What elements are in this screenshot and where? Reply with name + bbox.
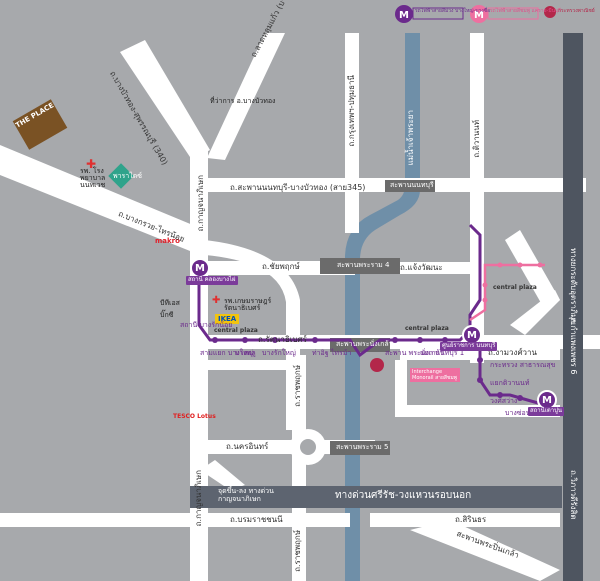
- road-ratchaphruek: ถ.ราชพฤกษ์: [293, 365, 302, 407]
- legend-metro-pink-icon: [470, 5, 484, 19]
- road-borommaratchachonnani: ถ.บรมราชชนนี: [230, 515, 283, 524]
- purple-station-dots: [212, 337, 523, 401]
- bridge-pak-kret: สะพานพระนั่งเกล้า: [336, 340, 393, 348]
- tesco-logo: TESCO Lotus: [173, 413, 216, 420]
- road-kanchanaphisek-upper: ถ.กาญจนาภิเษก: [196, 175, 205, 232]
- station-khlong-bang-phai: สถานี คลองบางไผ่: [186, 276, 238, 285]
- ikea-logo: IKEA: [215, 314, 240, 324]
- legend-pink-line: รถไฟฟ้าสายสีชมพู แคราย-มีนบุรี: [490, 8, 561, 14]
- station-yaek-tiwanon: แยกติวานนท์: [490, 379, 530, 387]
- road-sapan-nonthaburi: ถ.สะพานนนทบุรี-บางบัวทอง (สาย345): [230, 183, 366, 192]
- expressway-label: ทางด่วนศรีรัช-วงแหวนรอบนอก: [335, 490, 472, 501]
- bigc-label: บิ๊กซี: [160, 311, 174, 319]
- hospital-nonthavej: ✚: [86, 155, 96, 171]
- bridge-rama4: สะพานพระราม 4: [337, 261, 390, 269]
- station-ministry-public-health: กระทรวง สาธารณสุข: [490, 361, 556, 369]
- road-ngamwongwan: ถ.งามวงศ์วาน: [488, 348, 537, 357]
- makro-logo: makro: [155, 237, 180, 245]
- ministry-commerce-icon: [370, 358, 384, 372]
- bridge-rama5: สะพานพระราม 5: [336, 443, 389, 451]
- station-phra-nang-klao: สะพาน พระนั่งเกล้า: [385, 349, 444, 357]
- station-bang-rak-yai: บางรักใหญ่: [262, 349, 296, 357]
- road-krungthep-pathum: ถ.กรุงเทพฯ-ปทุมธานี: [347, 75, 356, 147]
- road-tiwanon: ถ.ติวานนท์: [472, 120, 481, 158]
- road-chaiyaphruek: ถ.ชัยพฤกษ์: [262, 262, 300, 271]
- paradise-label: พาราไดซ์: [113, 172, 143, 180]
- district-office-label: ที่ว่าการ อ.บางบัวทอง: [210, 97, 276, 105]
- right-road-upper: ทางยกระดับอุตราภิมุข: [569, 248, 578, 325]
- road-ratchaphruek-lower: ถ.ราชพฤกษ์: [293, 530, 302, 572]
- central-westgate-logo: central plaza: [214, 327, 258, 334]
- station-yaek-nonthaburi1: แยก นนทบุรี 1: [420, 349, 465, 357]
- hospital-kasemrad-cross-icon: ✚: [212, 295, 221, 306]
- label-chao-phraya: แม่น้ำเจ้าพระยา: [406, 110, 415, 166]
- station-bang-phlu: บางพลู: [235, 349, 256, 357]
- station-wong-sawang: วงศ์สว่าง: [490, 397, 518, 405]
- station-nonthaburi-civic: ศูนย์ราชการ นนทบุรี: [440, 342, 498, 351]
- svg-text:M: M: [474, 10, 484, 21]
- station-tao-poon: สถานีเตาปูน: [528, 407, 564, 416]
- right-road-middle: ถ.กำแพงเพชร 6: [569, 318, 578, 375]
- station-bang-son: บางซ่อน: [505, 409, 531, 417]
- right-expressway-bar: [563, 33, 583, 581]
- hospital-kasemrad-label: รพ.เกษมราษฎร์ รัตนาธิเบศร์: [224, 297, 272, 312]
- bts-label: บีทีเอส: [160, 299, 180, 307]
- legend-ministry: กระทรวงพาณิชย์: [558, 8, 595, 14]
- interchange-note: Interchange Monorail สายสีชมพู: [410, 368, 460, 382]
- road-chaeng-watthana: ถ.แจ้งวัฒนะ: [400, 263, 443, 272]
- station-tha-it: ท่าอิฐ ไทรม้า: [312, 349, 352, 357]
- road-nakhon-in: ถ.นครอินทร์: [226, 442, 269, 451]
- legend-metro-purple-icon: [395, 5, 409, 19]
- right-road-lower: ถ.วิภาวดีรังสิต: [569, 470, 578, 520]
- central-rattanathibet-logo: central plaza: [405, 325, 449, 332]
- legend-purple-line: รถไฟฟ้าสายสีม่วง บางใหญ่-บางซื่อ: [415, 8, 491, 14]
- road-kanchanaphisek-lower: ถ.กาญจนาภิเษก: [194, 470, 203, 527]
- road-sirindhorn: ถ.สิรินธร: [455, 515, 487, 524]
- hospital-nonthavej-label: รพ. โรงพยาบาลนนทเวช: [80, 167, 106, 189]
- road-rattanathibet: ถ.รัตนาธิเบศร์: [258, 335, 307, 344]
- chao-phraya-river: [345, 33, 420, 581]
- bridge-nonthaburi: สะพานนนทบุรี: [390, 181, 434, 189]
- central-chaengwattana-logo: central plaza: [493, 284, 537, 291]
- hospital-cross-icon: ✚: [86, 157, 97, 171]
- expressway-entry-label: จุดขึ้น-ลง ทางด่วนกาญจนาภิเษก: [218, 487, 274, 503]
- pink-station-dots: [482, 262, 543, 303]
- svg-text:M: M: [399, 10, 409, 21]
- station-sam-yaek-bang-yai: สามแยก บางใหญ่: [200, 349, 254, 357]
- station-bang-rak-noi: สถานี บางรักน้อย: [180, 321, 233, 329]
- expressway-bar: [190, 486, 562, 508]
- metro-icon-khlong-bang-phai: M: [190, 258, 210, 278]
